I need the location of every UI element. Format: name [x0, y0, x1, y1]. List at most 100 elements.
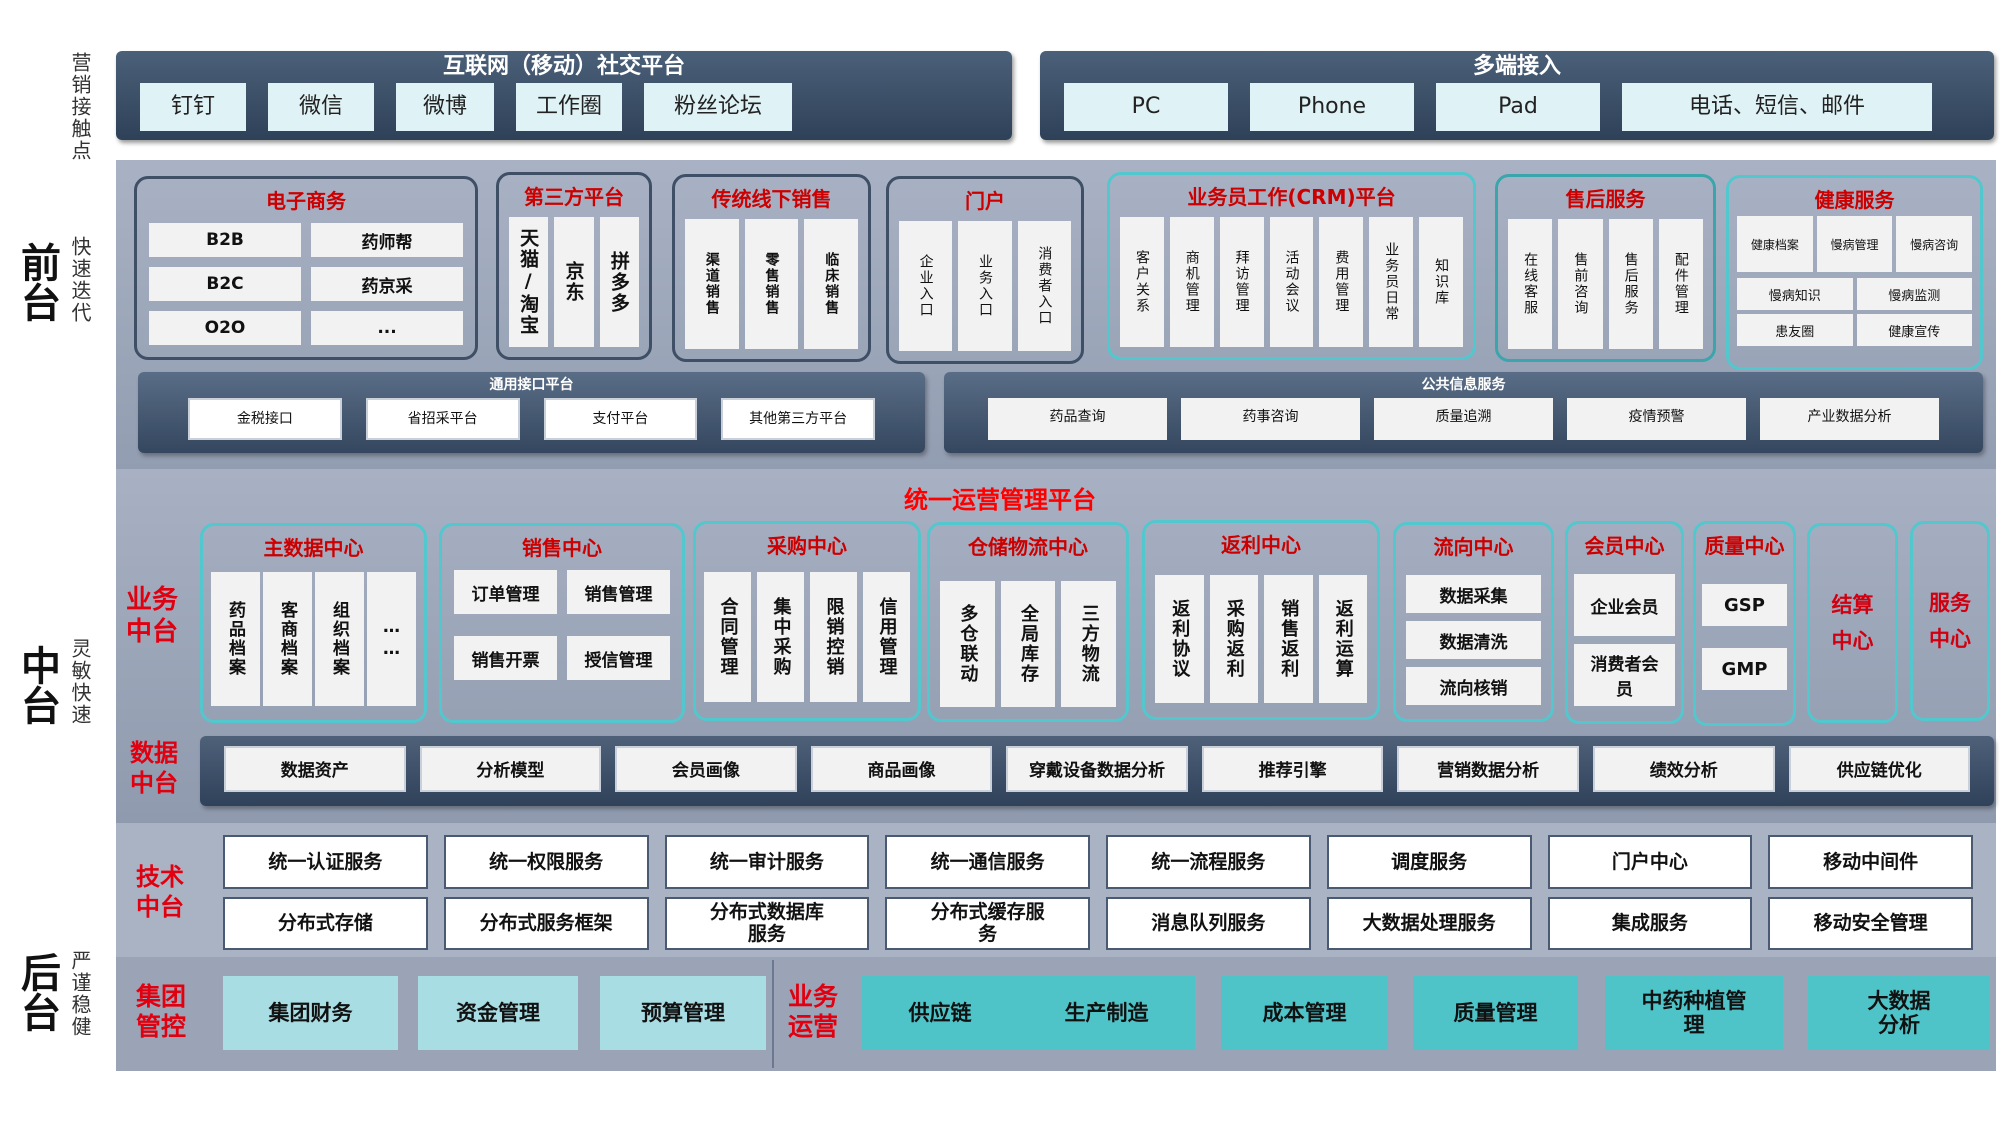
flow-center-item[interactable]: 数据采集: [1406, 575, 1541, 613]
cost-management[interactable]: 成本管理: [1221, 976, 1388, 1050]
access-channel-item[interactable]: 电话、短信、邮件: [1622, 83, 1932, 131]
ecommerce-item[interactable]: ...: [311, 311, 463, 345]
access-channel-item[interactable]: Phone: [1250, 83, 1414, 131]
tech-service-item[interactable]: 统一权限服务: [443, 835, 649, 889]
logistics-center-item[interactable]: 多仓联动: [940, 581, 995, 707]
tech-service-item[interactable]: 统一审计服务: [664, 835, 870, 889]
quality-center-item[interactable]: GSP: [1702, 584, 1787, 626]
interface-item[interactable]: 支付平台: [543, 398, 698, 440]
tech-service-item[interactable]: 分布式存储: [223, 896, 428, 950]
quality-management[interactable]: 质量管理: [1413, 976, 1578, 1050]
ecommerce-item[interactable]: 药师帮: [311, 223, 463, 257]
aftersale-item[interactable]: 在线客服: [1508, 219, 1553, 349]
tech-service-item[interactable]: 分布式缓存服务: [885, 896, 1090, 950]
health-item[interactable]: 慢病管理: [1816, 216, 1893, 272]
logistics-center-item[interactable]: 全局库存: [1000, 581, 1056, 707]
crm-item[interactable]: 知识库: [1419, 217, 1464, 347]
aftersale-item[interactable]: 售后服务: [1608, 219, 1653, 349]
tech-service-item[interactable]: 移动安全管理: [1768, 896, 1973, 950]
third-party-item[interactable]: 天猫/淘宝: [509, 217, 549, 347]
crm-item[interactable]: 拜访管理: [1219, 217, 1264, 347]
crm-item[interactable]: 业务员日常: [1369, 217, 1414, 347]
tech-service-item[interactable]: 分布式服务框架: [443, 896, 649, 950]
social-platform-item[interactable]: 钉钉: [140, 83, 246, 131]
rebate-center-item[interactable]: 返利运算: [1318, 575, 1367, 703]
tech-service-item[interactable]: 分布式数据库服务: [664, 896, 870, 950]
public-info-item[interactable]: 药品查询: [988, 398, 1167, 440]
sales-center-item[interactable]: 销售管理: [567, 570, 670, 614]
public-info-item[interactable]: 疫情预警: [1567, 398, 1746, 440]
tech-service-item[interactable]: 移动中间件: [1768, 835, 1973, 889]
health-item[interactable]: 患友圈: [1737, 314, 1853, 346]
tcm-planting-management[interactable]: 中药种植管理: [1605, 976, 1783, 1050]
data-middle-item[interactable]: 会员画像: [615, 746, 797, 792]
data-middle-item[interactable]: 穿戴设备数据分析: [1006, 746, 1188, 792]
offline-sales-item[interactable]: 渠道销售: [685, 219, 739, 349]
purchase-center-item[interactable]: 信用管理: [863, 572, 910, 702]
crm-item[interactable]: 商机管理: [1169, 217, 1214, 347]
portal-item[interactable]: 消费者入口: [1017, 221, 1071, 351]
ecommerce-item[interactable]: B2B: [149, 223, 301, 257]
settlement-center-group[interactable]: 结算中心: [1807, 523, 1898, 723]
interface-item[interactable]: 省招采平台: [365, 398, 520, 440]
fund-management[interactable]: 资金管理: [418, 976, 578, 1050]
third-party-item[interactable]: 京东: [554, 217, 594, 347]
tech-service-item[interactable]: 统一通信服务: [885, 835, 1090, 889]
rebate-center-item[interactable]: 返利协议: [1155, 575, 1204, 703]
master-data-item[interactable]: 客商档案: [263, 572, 312, 706]
access-channel-item[interactable]: Pad: [1436, 83, 1600, 131]
portal-item[interactable]: 企业入口: [899, 221, 953, 351]
sales-center-item[interactable]: 订单管理: [454, 570, 557, 614]
social-platform-item[interactable]: 粉丝论坛: [644, 83, 792, 131]
service-center-group[interactable]: 服务中心: [1910, 521, 1990, 721]
rebate-center-item[interactable]: 采购返利: [1209, 575, 1258, 703]
flow-center-item[interactable]: 数据清洗: [1406, 621, 1541, 659]
crm-item[interactable]: 费用管理: [1319, 217, 1364, 347]
group-finance[interactable]: 集团财务: [223, 976, 398, 1050]
data-middle-item[interactable]: 数据资产: [224, 746, 406, 792]
offline-sales-item[interactable]: 临床销售: [804, 219, 859, 349]
crm-item[interactable]: 客户关系: [1120, 217, 1164, 347]
crm-item[interactable]: 活动会议: [1269, 217, 1314, 347]
tech-service-item[interactable]: 消息队列服务: [1106, 896, 1311, 950]
tech-service-item[interactable]: 调度服务: [1326, 835, 1532, 889]
interface-item[interactable]: 其他第三方平台: [721, 398, 875, 440]
budget-management[interactable]: 预算管理: [600, 976, 766, 1050]
ecommerce-item[interactable]: B2C: [149, 267, 301, 301]
rebate-center-item[interactable]: 销售返利: [1264, 575, 1313, 703]
data-middle-item[interactable]: 供应链优化: [1788, 746, 1971, 792]
quality-center-item[interactable]: GMP: [1702, 648, 1787, 690]
logistics-center-item[interactable]: 三方物流: [1061, 581, 1117, 707]
portal-item[interactable]: 业务入口: [958, 221, 1012, 351]
member-center-item[interactable]: 消费者会员: [1574, 644, 1675, 706]
tech-service-item[interactable]: 统一流程服务: [1106, 835, 1311, 889]
third-party-item[interactable]: 拼多多: [599, 217, 639, 347]
social-platform-item[interactable]: 微博: [396, 83, 494, 131]
tech-service-item[interactable]: 集成服务: [1547, 896, 1753, 950]
health-item[interactable]: 慢病知识: [1737, 278, 1853, 310]
access-channel-item[interactable]: PC: [1064, 83, 1228, 131]
flow-center-item[interactable]: 流向核销: [1406, 667, 1541, 705]
health-item[interactable]: 慢病监测: [1856, 278, 1972, 310]
public-info-item[interactable]: 质量追溯: [1374, 398, 1553, 440]
member-center-item[interactable]: 企业会员: [1574, 574, 1675, 636]
tech-service-item[interactable]: 统一认证服务: [223, 835, 428, 889]
tech-service-item[interactable]: 门户中心: [1547, 835, 1753, 889]
data-middle-item[interactable]: 商品画像: [810, 746, 993, 792]
data-middle-item[interactable]: 绩效分析: [1592, 746, 1775, 792]
data-middle-item[interactable]: 营销数据分析: [1397, 746, 1579, 792]
offline-sales-item[interactable]: 零售销售: [744, 219, 799, 349]
sales-center-item[interactable]: 销售开票: [454, 636, 557, 680]
master-data-item[interactable]: 组织档案: [315, 572, 364, 706]
tech-service-item[interactable]: 大数据处理服务: [1326, 896, 1532, 950]
public-info-item[interactable]: 药事咨询: [1181, 398, 1360, 440]
health-item[interactable]: 慢病咨询: [1896, 216, 1972, 272]
data-middle-item[interactable]: 分析模型: [419, 746, 602, 792]
purchase-center-item[interactable]: 集中采购: [757, 572, 804, 702]
aftersale-item[interactable]: 配件管理: [1658, 219, 1703, 349]
master-data-item[interactable]: 药品档案: [211, 572, 260, 706]
health-item[interactable]: 健康宣传: [1856, 314, 1972, 346]
social-platform-item[interactable]: 微信: [268, 83, 374, 131]
ecommerce-item[interactable]: 药京采: [311, 267, 463, 301]
supply-chain[interactable]: 供应链: [908, 1001, 972, 1025]
